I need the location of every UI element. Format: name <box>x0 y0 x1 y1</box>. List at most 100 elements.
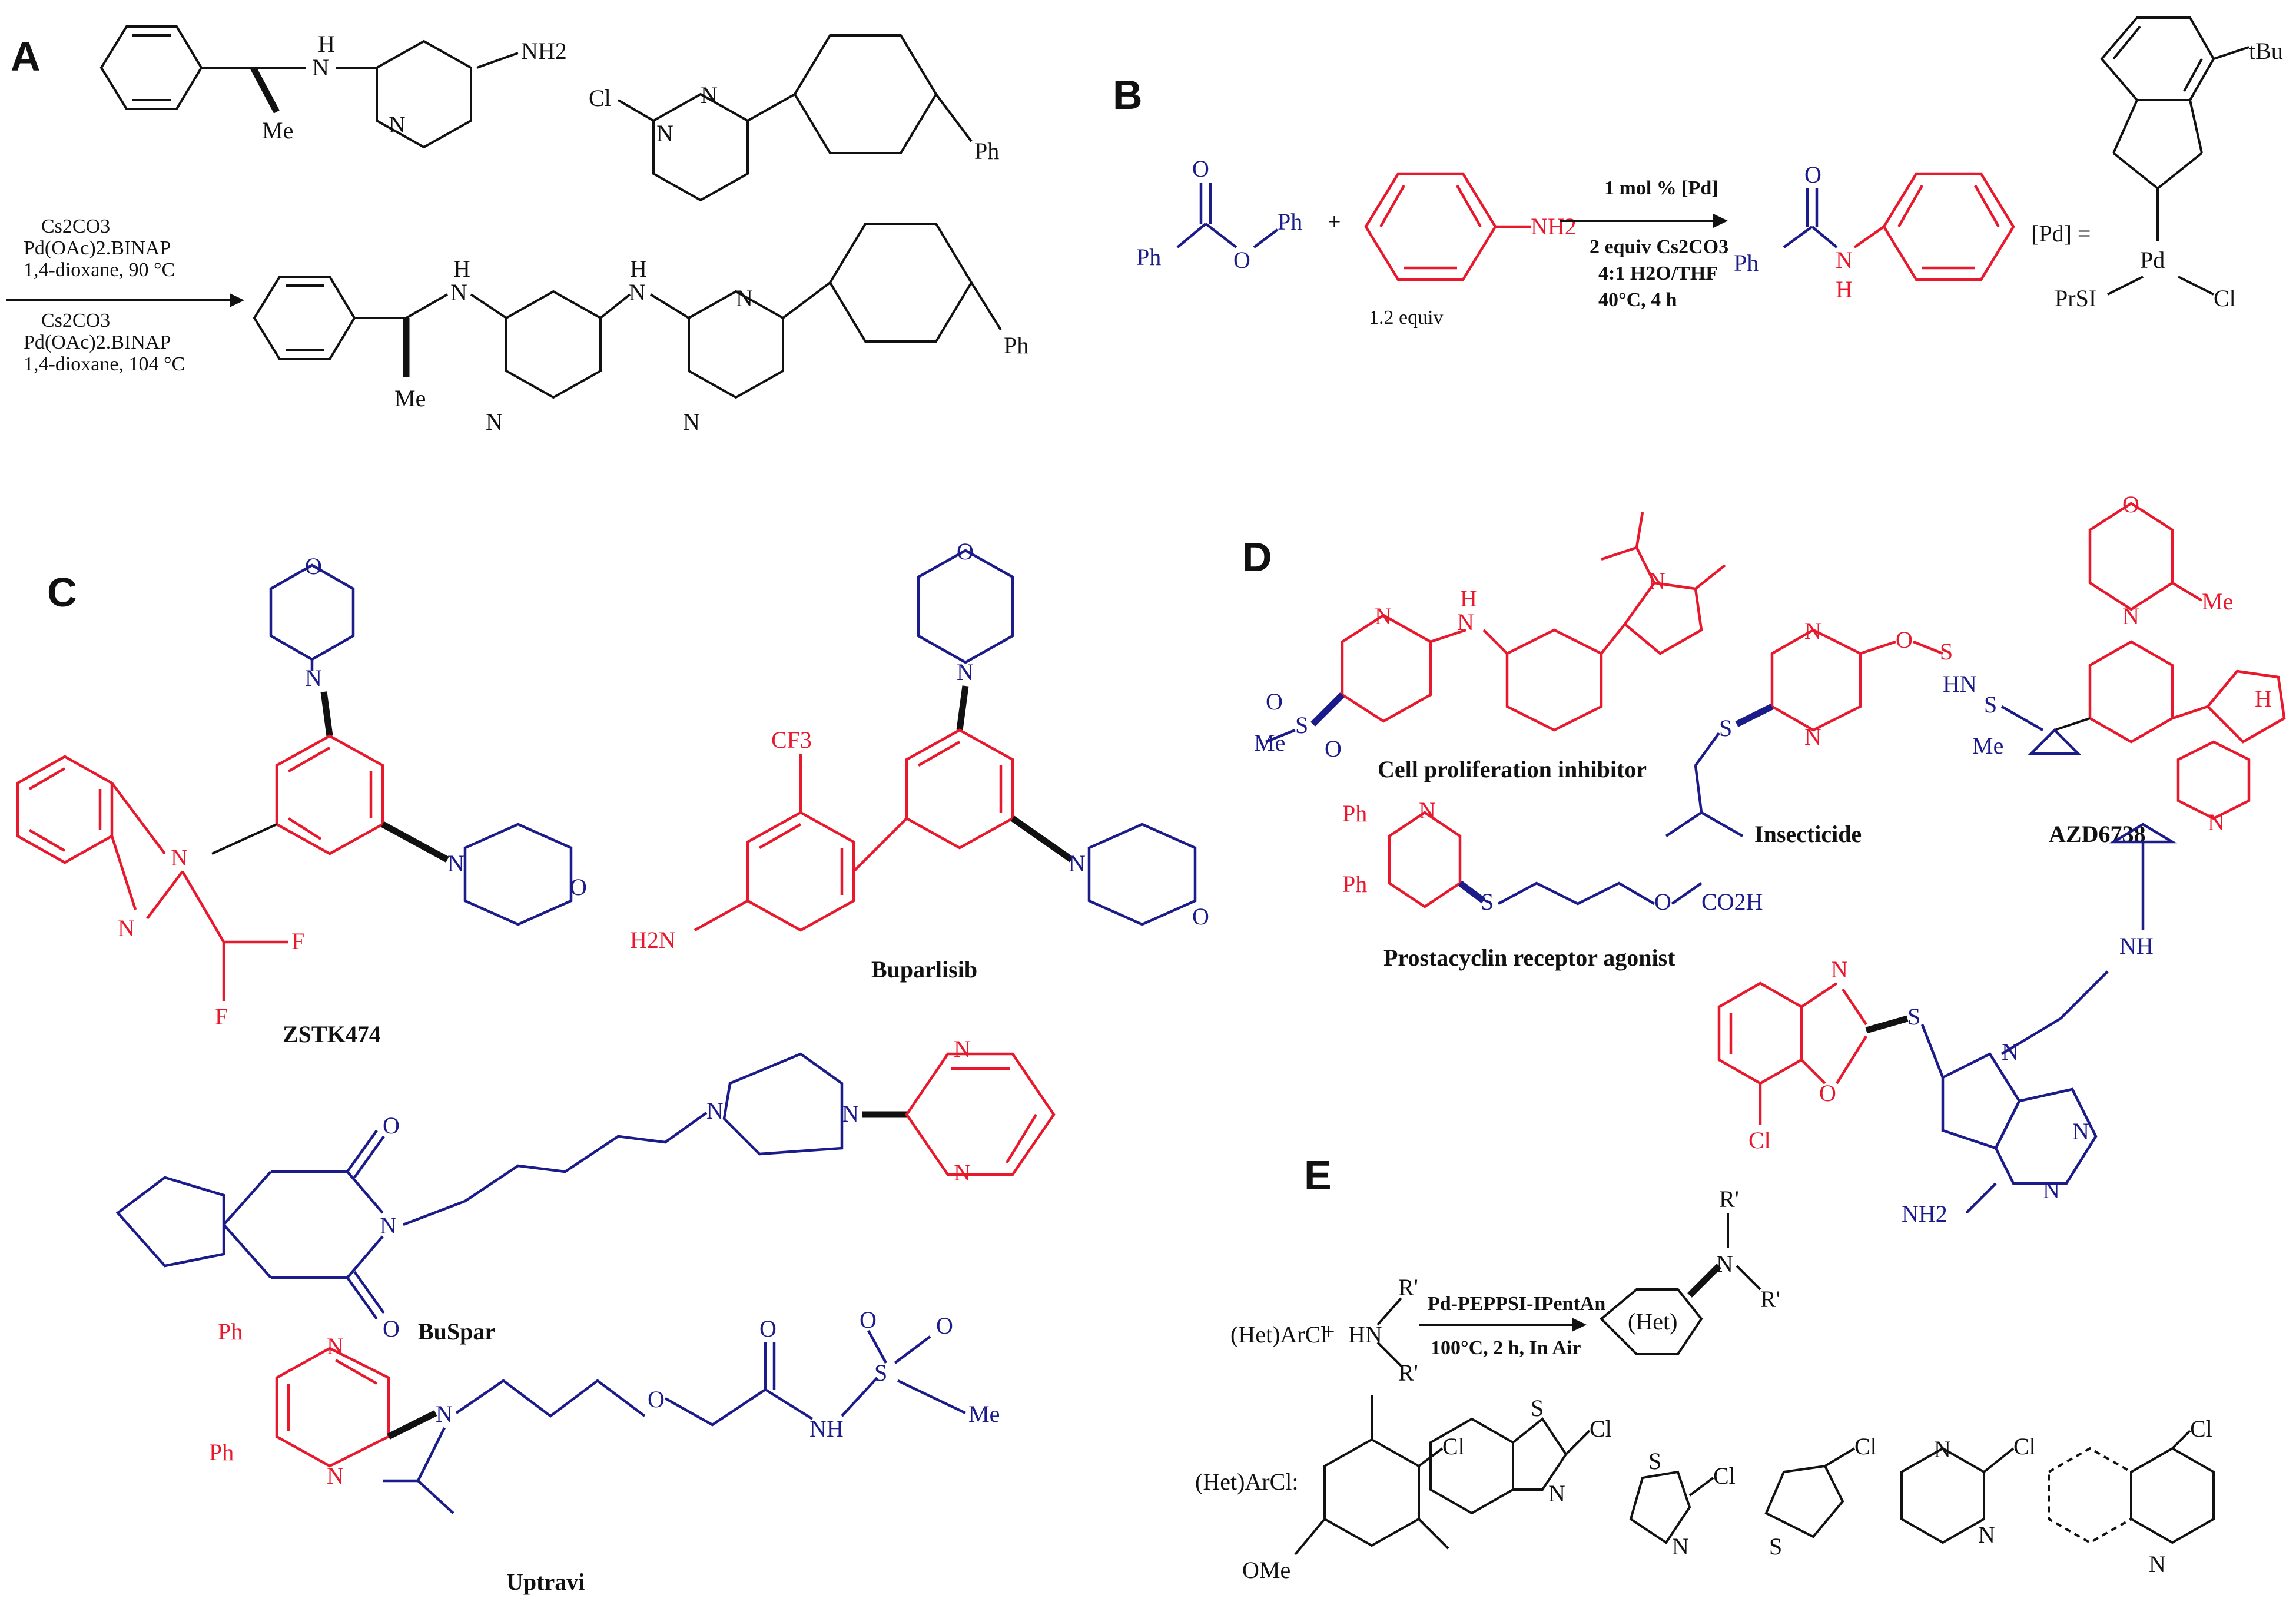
a-prod-h1: H <box>453 256 470 282</box>
b-cond-3: 4:1 H2O/THF <box>1598 263 1718 284</box>
panel-a-product: Me H N N H N N N Ph <box>253 223 1028 435</box>
panel-b-catalyst: tBu Pd PrSI Cl <box>2055 16 2283 311</box>
e-s1-cl: Cl <box>1442 1433 1465 1460</box>
c-bup-n1: N <box>957 659 974 685</box>
a-h-label: H <box>318 31 335 57</box>
uptravi-name: Uptravi <box>506 1568 585 1595</box>
c-bs-o2: O <box>383 1315 400 1342</box>
d-p-o: O <box>1654 888 1671 915</box>
e-r1: R' <box>1398 1274 1418 1301</box>
d-c-o2: O <box>1325 735 1342 762</box>
b-plus: + <box>1328 208 1341 235</box>
panel-a-amine-reactant: Me H N NH2 N <box>99 25 567 149</box>
e-s3-s: S <box>1648 1448 1661 1474</box>
panel-d: D N H N N S Me O O Cell proliferation in… <box>1242 491 2286 1227</box>
d-c-h: H <box>1460 585 1477 612</box>
a-cl-label: Cl <box>589 85 611 111</box>
panel-a-conditions: Cs2CO3 Pd(OAc)2.BINAP 1,4-dioxane, 90 °C… <box>6 215 244 375</box>
d-pu-n2: N <box>2072 1118 2089 1145</box>
e-r2: R' <box>1398 1359 1418 1386</box>
d-pu-cl: Cl <box>1748 1127 1771 1153</box>
c-up-o1: O <box>759 1315 777 1342</box>
panel-b: B O Ph O Ph + NH2 1.2 equiv 1 mol % [Pd] <box>1113 16 2283 329</box>
c-bup-cf3: CF3 <box>771 727 812 753</box>
c-bs-pyn2: N <box>954 1159 971 1186</box>
d-i-s: S <box>1940 638 1953 665</box>
panel-b-ester: O Ph O Ph <box>1136 155 1302 273</box>
c-up-n1: N <box>327 1333 344 1359</box>
a-cond-4: Cs2CO3 <box>41 310 110 331</box>
c-bs-n3: N <box>842 1100 859 1127</box>
e-plus: + <box>1322 1318 1335 1345</box>
e-hetarcl: (Het)ArCl <box>1230 1321 1327 1348</box>
d-c-o1: O <box>1266 688 1283 715</box>
b-prod-h: H <box>1836 276 1853 303</box>
d-pu-bzo: O <box>1819 1080 1836 1106</box>
a-prod-n2: N <box>629 279 646 306</box>
c-up-ph2: Ph <box>209 1439 234 1465</box>
panel-a-chloro-pyrimidine: Cl N N Ph <box>589 34 999 202</box>
c-bup-o2: O <box>1192 903 1209 930</box>
a-cond-5: Pd(OAc)2.BINAP <box>24 331 171 353</box>
e-r4: R' <box>1760 1286 1780 1312</box>
d-a-o: O <box>2122 491 2139 518</box>
c-up-o-ether: O <box>648 1386 665 1412</box>
c-up-me: Me <box>968 1401 1000 1427</box>
e-list-label: (Het)ArCl: <box>1195 1468 1299 1495</box>
panel-e-substrates: (Het)ArCl: Cl OMe S N Cl S N Cl S <box>1195 1395 2215 1583</box>
a-me-label: Me <box>262 117 293 144</box>
d-c-n1: N <box>1375 603 1392 629</box>
e-s2-s: S <box>1531 1395 1544 1421</box>
a-prod-n1: N <box>450 279 467 306</box>
panel-d-purine-compound: NH N O S Cl N N N NH2 <box>1717 823 2178 1227</box>
a-prod-pyrim-n2: N <box>683 409 700 435</box>
b-prod-n: N <box>1836 247 1853 273</box>
e-s5-cl: Cl <box>2013 1433 2036 1460</box>
panel-a: A Me H N NH2 N Cl N N <box>6 25 1028 435</box>
d-a-me: Me <box>2202 588 2233 615</box>
c-bs-n1: N <box>380 1212 397 1239</box>
c-bup-h2n: H2N <box>630 927 676 953</box>
d-p-co2h: CO2H <box>1701 888 1763 915</box>
panel-b-aniline: NH2 1.2 equiv <box>1364 172 1577 329</box>
a-prod-h2: H <box>630 256 647 282</box>
e-s4-s: S <box>1769 1533 1782 1560</box>
a-pyridine-n: N <box>389 111 406 138</box>
panel-c-letter: C <box>47 569 77 615</box>
panel-e-reaction: (Het)ArCl + HN R' R' Pd-PEPPSI-IPentAn 1… <box>1230 1186 1780 1386</box>
panel-b-letter: B <box>1113 72 1143 118</box>
c-bs-pyn1: N <box>954 1036 971 1062</box>
b-prod-o: O <box>1804 161 1821 188</box>
d-pu-bzn: N <box>1831 956 1848 983</box>
panel-e: E (Het)ArCl + HN R' R' Pd-PEPPSI-IPentAn… <box>1195 1152 2215 1583</box>
b-equiv: 1.2 equiv <box>1369 307 1444 329</box>
e-s2-cl: Cl <box>1590 1415 1612 1442</box>
uptravi-structure: Ph Ph N N N O O NH S O O Me Up <box>209 1306 1000 1595</box>
a-n-label: N <box>312 54 329 81</box>
c-zstk-n1: N <box>305 665 322 691</box>
a-cond-2: Pd(OAc)2.BINAP <box>24 237 171 259</box>
c-bup-o1: O <box>957 538 974 565</box>
d-i-o: O <box>1896 626 1913 653</box>
a-prod-pyr-n: N <box>486 409 503 435</box>
c-zstk-f1: F <box>291 928 304 954</box>
d-a-n1: N <box>2122 603 2139 629</box>
d-a-s: S <box>1984 691 1997 718</box>
e-cond-1: Pd-PEPPSI-IPentAn <box>1428 1293 1605 1315</box>
a-pyrim-n1: N <box>656 120 673 147</box>
panel-e-letter: E <box>1304 1152 1332 1198</box>
e-het: (Het) <box>1628 1308 1677 1335</box>
c-zstk-o2: O <box>570 874 587 900</box>
b-ph-ester: Ph <box>1278 208 1302 235</box>
panel-b-conditions: 1 mol % [Pd] 2 equiv Cs2CO3 4:1 H2O/THF … <box>1560 177 1728 311</box>
azd6738: O N Me H N S HN Me AZD6738 <box>1943 491 2286 847</box>
d-c-s: S <box>1295 712 1308 738</box>
e-s3-n: N <box>1672 1533 1689 1560</box>
a-nh2-label: NH2 <box>521 38 567 64</box>
cell-proliferation-name: Cell proliferation inhibitor <box>1378 756 1647 782</box>
e-r3: R' <box>1719 1186 1739 1212</box>
d-c-imidn: N <box>1648 568 1665 594</box>
d-a-me2: Me <box>1972 732 2003 759</box>
c-up-n2: N <box>327 1463 344 1489</box>
